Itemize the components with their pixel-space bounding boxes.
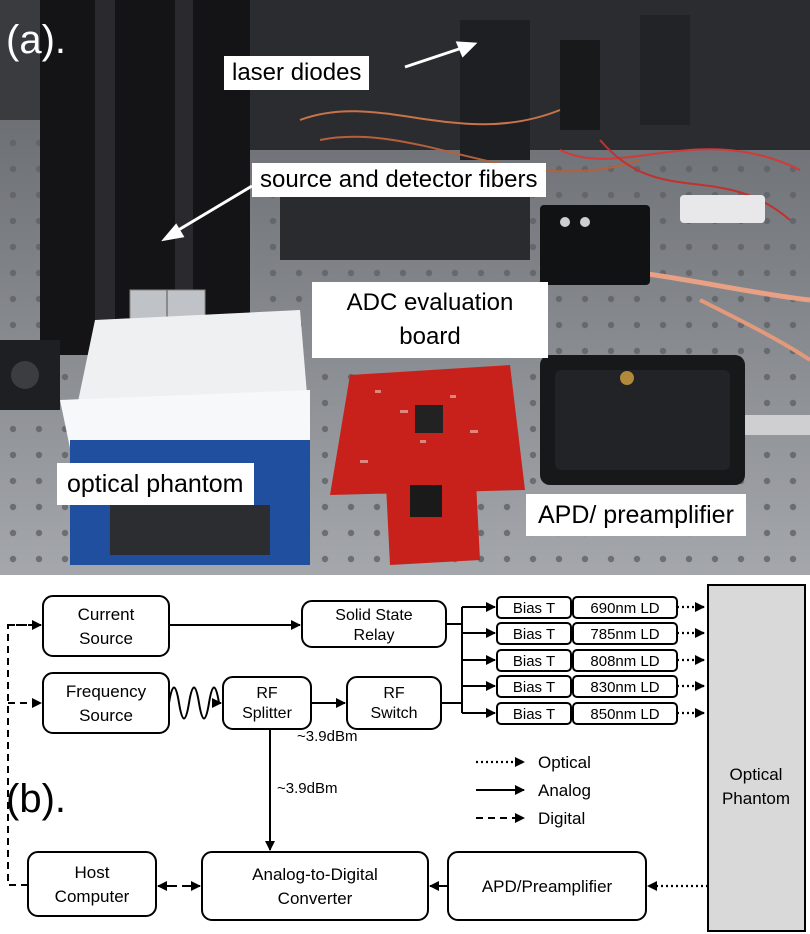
system-block-diagram: Current Source Frequency Source Solid St… [0,575,810,934]
splitter-label-2: Splitter [242,705,292,722]
bias-t-label-2: Bias T [513,626,555,643]
panel-a-label: (a). [6,18,66,62]
switch-label-2: Switch [370,705,417,722]
host-label-1: Host [75,863,110,882]
adc-block [201,851,429,921]
ld-label-1: 690nm LD [590,600,659,617]
callout-adc-board-line1: ADC evaluation [346,289,514,316]
ld-label-3: 808nm LD [590,653,659,670]
ld-label-2: 785nm LD [590,626,659,643]
callout-arrows [161,41,478,242]
bias-t-label-3: Bias T [513,653,555,670]
bias-t-block-3 [496,649,572,672]
callout-optical-phantom: optical phantom [57,463,254,505]
adc-label-1: Analog-to-Digital [252,865,378,884]
bias-t-block-5 [496,702,572,725]
callout-adc-board-line2: board [399,323,461,350]
legend-analog: Analog [538,781,591,800]
ld-label-4: 830nm LD [590,679,659,696]
frequency-source-label-1: Frequency [66,682,147,701]
phantom-label-2: Phantom [722,789,790,808]
relay-label-1: Solid State [335,607,412,624]
callout-laser-diodes: laser diodes [224,56,370,90]
splitter-label-1: RF [256,685,278,702]
panel-b-label: (b). [6,777,66,821]
host-label-2: Computer [55,887,130,906]
bias-t-label-4: Bias T [513,679,555,696]
bias-t-label-1: Bias T [513,600,555,617]
callout-adc-board: ADC evaluation board [312,282,548,358]
bias-t-block-1 [496,596,572,619]
current-source-label-1: Current [78,605,135,624]
bias-t-label-5: Bias T [513,706,555,723]
callout-fibers: source and detector fibers [252,163,546,197]
frequency-source-label-2: Source [79,706,133,725]
small-instrument [540,205,650,285]
power-label-switch: ~3.9dBm [297,728,357,745]
bias-t-block-4 [496,675,572,698]
power-label-adc: ~3.9dBm [277,780,337,797]
digital-bus [7,624,41,886]
callout-apd: APD/ preamplifier [526,494,746,536]
current-source-label-2: Source [79,629,133,648]
host-computer-block [27,851,157,917]
legend-digital: Digital [538,809,585,828]
optical-phantom-block-b [707,584,806,932]
legend-optical: Optical [538,753,591,772]
bias-t-block-2 [496,622,572,645]
sine-wave-signal [168,686,222,720]
switch-label-1: RF [383,685,405,702]
relay-label-2: Relay [354,627,395,644]
phantom-label-1: Optical [730,765,783,784]
ld-label-5: 850nm LD [590,706,659,723]
adc-label-2: Converter [278,889,353,908]
apd-label: APD/Preamplifier [482,877,613,896]
